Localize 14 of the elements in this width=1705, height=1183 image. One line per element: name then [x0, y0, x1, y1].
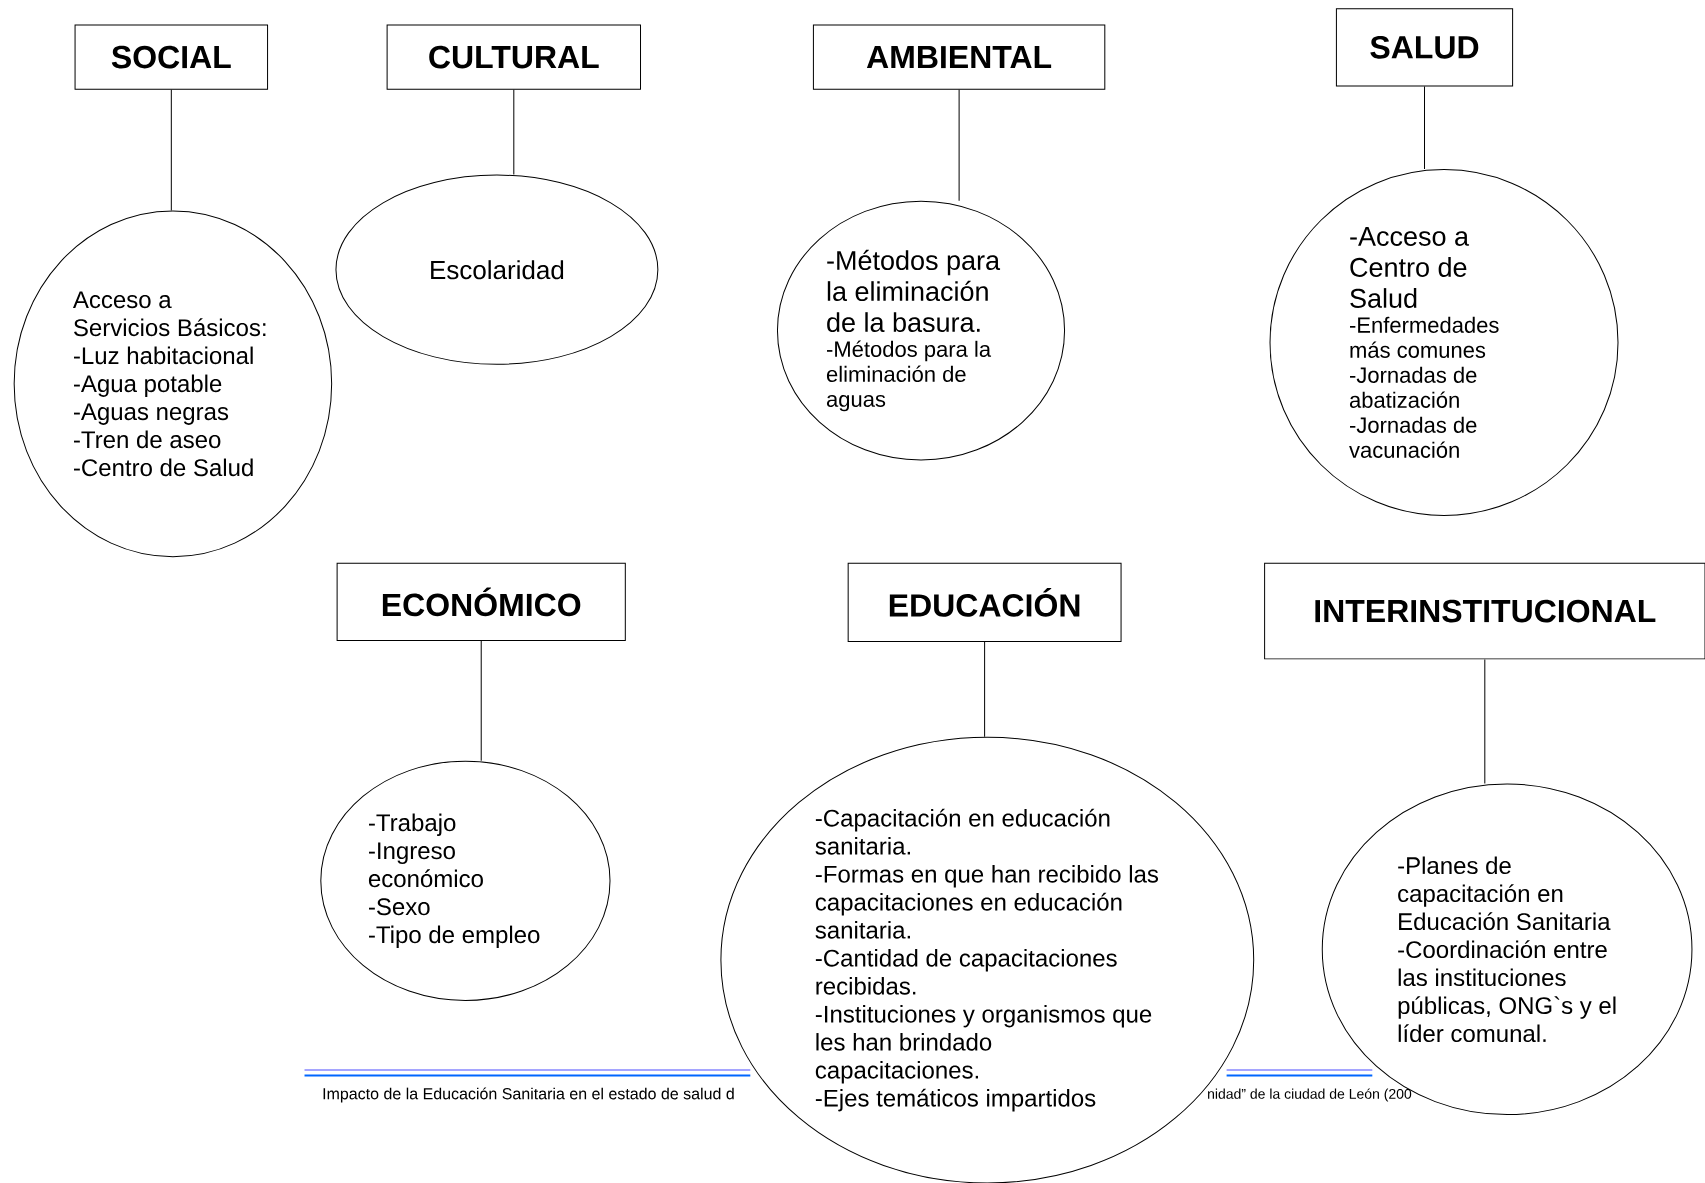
connector-line — [1424, 85, 1425, 170]
title-box: SALUD — [1335, 8, 1514, 87]
title-box: CULTURAL — [386, 24, 641, 90]
title-box: ECONÓMICO — [336, 562, 626, 641]
connector-line — [958, 89, 960, 202]
connector-line — [480, 640, 482, 762]
connector-line — [513, 89, 515, 176]
title-box: AMBIENTAL — [812, 24, 1106, 90]
connector-line — [1484, 658, 1486, 784]
connector-line — [984, 641, 986, 738]
connector-line — [170, 89, 172, 211]
title-box: EDUCACIÓN — [847, 562, 1122, 643]
title-box: INTERINSTITUCIONAL — [1264, 562, 1705, 660]
title-box: SOCIAL — [74, 24, 269, 90]
